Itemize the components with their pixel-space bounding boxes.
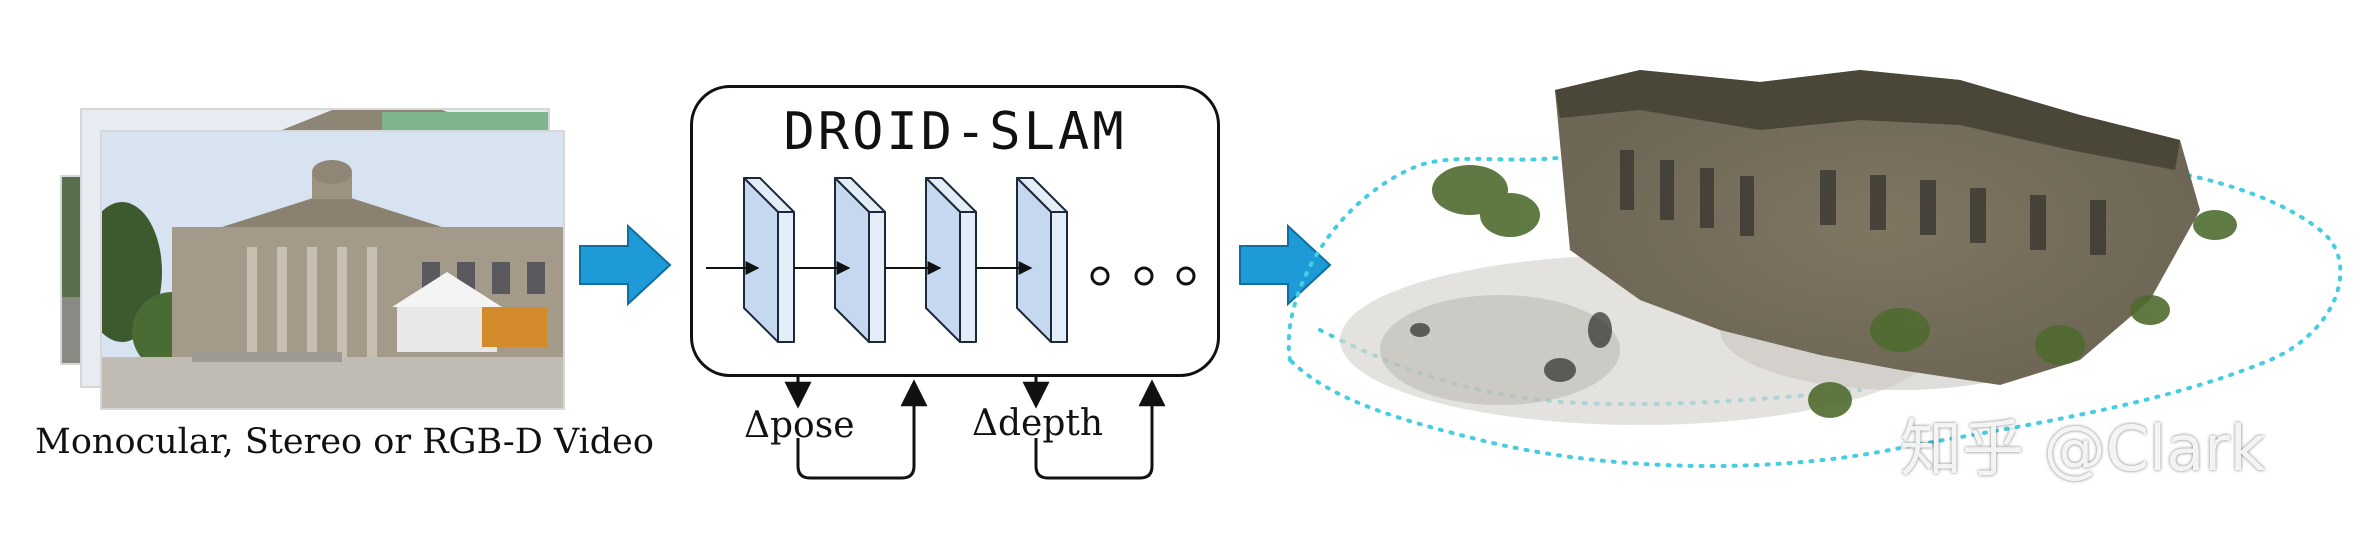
- output-arrow-icon: [1239, 223, 1332, 307]
- update-block-2: [834, 177, 886, 343]
- input-arrow-icon: [579, 223, 672, 307]
- pose-feedback-loop: [784, 377, 928, 480]
- courthouse-photo: [102, 132, 563, 408]
- update-block-3: [925, 177, 977, 343]
- update-operator-blocks: [743, 177, 1068, 343]
- point-cloud-reconstruction: [1286, 70, 2343, 469]
- video-frame-main: [100, 130, 565, 410]
- camera-trajectory: [1286, 132, 2343, 469]
- depth-feedback-loop: [1022, 377, 1166, 480]
- delta-depth-label: Δdepth: [972, 403, 1104, 444]
- delta-pose-label: Δpose: [744, 405, 855, 446]
- update-block-4: [1016, 177, 1068, 343]
- watermark: 知乎 @Clark: [1900, 412, 2266, 485]
- input-caption: Monocular, Stereo or RGB-D Video: [35, 422, 654, 462]
- droid-slam-title: DROID-SLAM: [783, 102, 1127, 162]
- update-block-1: [743, 177, 795, 343]
- ellipsis-icon: [1090, 266, 1196, 286]
- droid-slam-box: [690, 85, 1220, 377]
